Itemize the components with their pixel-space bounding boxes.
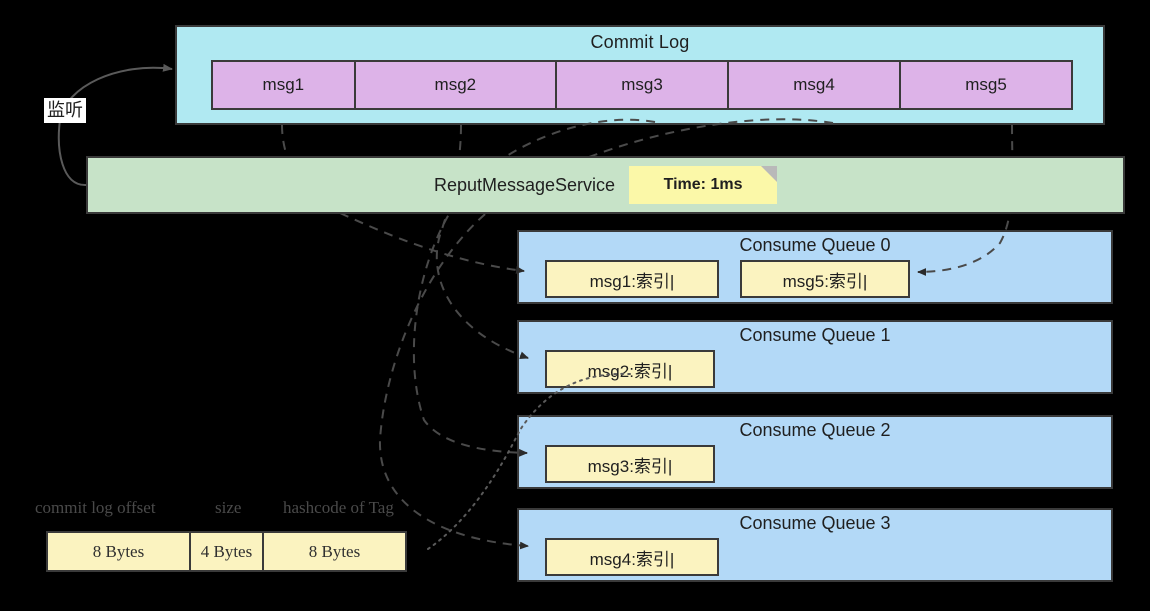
commit-log-message-strip: msg1 msg2 msg3 msg4 msg5 — [211, 60, 1073, 110]
consume-queue-0: Consume Queue 0 msg1:索引| msg5:索引| — [517, 230, 1113, 304]
queue-1-index-msg2[interactable]: msg2:索引| — [545, 350, 715, 388]
byte-cell-hashcode-of-tag: 8 Bytes — [262, 531, 407, 572]
commit-log-message-msg3[interactable]: msg3 — [555, 60, 729, 110]
queue-0-index-msg5[interactable]: msg5:索引| — [740, 260, 910, 298]
commit-log-message-msg4[interactable]: msg4 — [727, 60, 901, 110]
reput-message-service-label: ReputMessageService — [433, 174, 616, 195]
byte-cell-commit-log-offset: 8 Bytes — [46, 531, 191, 572]
consume-queue-2: Consume Queue 2 msg3:索引| — [517, 415, 1113, 489]
label-hashcode-of-tag: hashcode of Tag — [283, 498, 394, 517]
consume-queue-3: Consume Queue 3 msg4:索引| — [517, 508, 1113, 582]
commit-log-message-msg5[interactable]: msg5 — [899, 60, 1073, 110]
byte-cell-size: 4 Bytes — [189, 531, 264, 572]
queue-2-index-msg3[interactable]: msg3:索引| — [545, 445, 715, 483]
consume-queue-0-title: Consume Queue 0 — [739, 235, 891, 255]
listen-edge-label: 监听 — [44, 98, 86, 123]
commit-log-message-msg1[interactable]: msg1 — [211, 60, 356, 110]
index-entry-byte-strip: 8 Bytes 4 Bytes 8 Bytes — [46, 531, 407, 572]
label-commit-log-offset: commit log offset — [35, 498, 156, 517]
consume-queue-1: Consume Queue 1 msg2:索引| — [517, 320, 1113, 394]
consume-queue-3-title: Consume Queue 3 — [739, 513, 891, 533]
consume-queue-2-title: Consume Queue 2 — [739, 420, 891, 440]
queue-0-index-msg1[interactable]: msg1:索引| — [545, 260, 719, 298]
reput-message-service-container: ReputMessageService Time: 1ms — [86, 156, 1125, 214]
consume-queue-1-title: Consume Queue 1 — [739, 325, 891, 345]
commit-log-container: Commit Log msg1 msg2 msg3 msg4 msg5 — [175, 25, 1105, 125]
note-fold-corner-icon — [761, 166, 778, 182]
time-note-label: Time: 1ms — [663, 176, 743, 193]
label-size: size — [215, 498, 242, 517]
queue-3-index-msg4[interactable]: msg4:索引| — [545, 538, 719, 576]
commit-log-title: Commit Log — [590, 32, 690, 52]
index-entry-field-labels: commit log offset size hashcode of Tag — [35, 498, 427, 524]
commit-log-message-msg2[interactable]: msg2 — [353, 60, 557, 110]
time-note: Time: 1ms — [629, 166, 778, 204]
